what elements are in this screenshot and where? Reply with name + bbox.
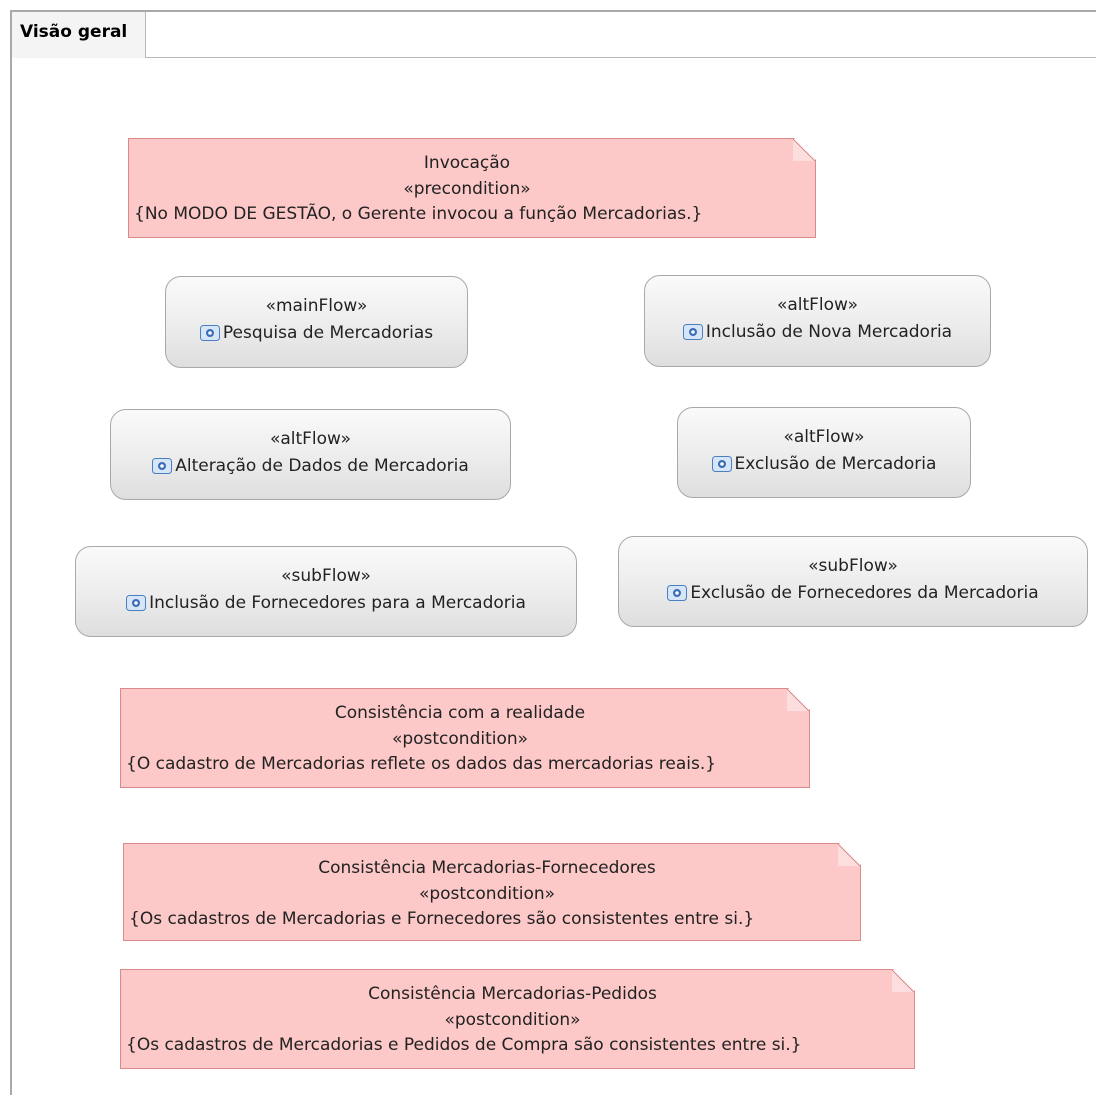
note-stereotype: «postcondition» <box>418 883 556 904</box>
note-title: Consistência com a realidade <box>334 703 586 723</box>
flow-name-row: Inclusão de Nova Mercadoria <box>645 319 990 346</box>
flow-inclusao-fornecedores[interactable]: «subFlow» Inclusão de Fornecedores para … <box>75 546 577 637</box>
flow-exclusao-fornecedores[interactable]: «subFlow» Exclusão de Fornecedores da Me… <box>618 536 1088 627</box>
note-title: Consistência Mercadorias-Fornecedores <box>318 858 656 878</box>
flow-alteracao[interactable]: «altFlow» Alteração de Dados de Mercador… <box>110 409 511 500</box>
precondition-note[interactable]: Invocação «precondition» {No MODO DE GES… <box>128 138 816 238</box>
flow-icon <box>711 456 732 473</box>
flow-name-row: Inclusão de Fornecedores para a Mercador… <box>76 590 576 617</box>
flow-name-row: Alteração de Dados de Mercadoria <box>111 453 510 480</box>
postcondition-note-fornecedores[interactable]: Consistência Mercadorias-Fornecedores «p… <box>123 843 861 941</box>
flow-icon <box>152 458 173 475</box>
flow-name: Exclusão de Mercadoria <box>734 454 937 475</box>
flow-stereotype: «altFlow» <box>783 427 865 447</box>
note-stereotype: «precondition» <box>403 178 531 199</box>
note-body: {Os cadastros de Mercadorias e Fornecedo… <box>129 909 755 929</box>
flow-stereotype: «altFlow» <box>776 295 859 315</box>
note-title: Invocação <box>423 153 511 173</box>
postcondition-note-pedidos[interactable]: Consistência Mercadorias-Pedidos «postco… <box>120 969 915 1069</box>
flow-stereotype: «altFlow» <box>269 429 352 449</box>
flow-inclusao[interactable]: «altFlow» Inclusão de Nova Mercadoria <box>644 275 991 367</box>
flow-stereotype: «mainFlow» <box>265 296 368 316</box>
note-stereotype: «postcondition» <box>391 728 529 749</box>
flow-icon <box>199 325 220 342</box>
flow-name: Inclusão de Fornecedores para a Mercador… <box>149 593 526 614</box>
postcondition-note-realidade[interactable]: Consistência com a realidade «postcondit… <box>120 688 810 788</box>
flow-name: Alteração de Dados de Mercadoria <box>175 456 469 477</box>
flow-name: Pesquisa de Mercadorias <box>222 323 434 344</box>
note-body: {Os cadastros de Mercadorias e Pedidos d… <box>126 1035 802 1055</box>
flow-name-row: Exclusão de Mercadoria <box>678 451 970 478</box>
flow-name-row: Pesquisa de Mercadorias <box>166 320 467 347</box>
note-body: {No MODO DE GESTÃO, o Gerente invocou a … <box>134 204 703 224</box>
flow-name-row: Exclusão de Fornecedores da Mercadoria <box>619 580 1087 607</box>
tab-overview[interactable]: Visão geral <box>12 12 146 58</box>
flow-pesquisa[interactable]: «mainFlow» Pesquisa de Mercadorias <box>165 276 468 368</box>
flow-icon <box>682 324 703 341</box>
flow-icon <box>126 595 147 612</box>
flow-exclusao[interactable]: «altFlow» Exclusão de Mercadoria <box>677 407 971 498</box>
flow-stereotype: «subFlow» <box>281 566 371 586</box>
flow-name: Exclusão de Fornecedores da Mercadoria <box>690 583 1039 604</box>
flow-icon <box>667 585 688 602</box>
flow-stereotype: «subFlow» <box>808 556 898 576</box>
note-title: Consistência Mercadorias-Pedidos <box>368 984 657 1004</box>
note-stereotype: «postcondition» <box>444 1009 581 1030</box>
flow-name: Inclusão de Nova Mercadoria <box>705 322 953 343</box>
note-body: {O cadastro de Mercadorias reflete os da… <box>126 754 717 774</box>
tab-bar <box>12 12 1096 58</box>
